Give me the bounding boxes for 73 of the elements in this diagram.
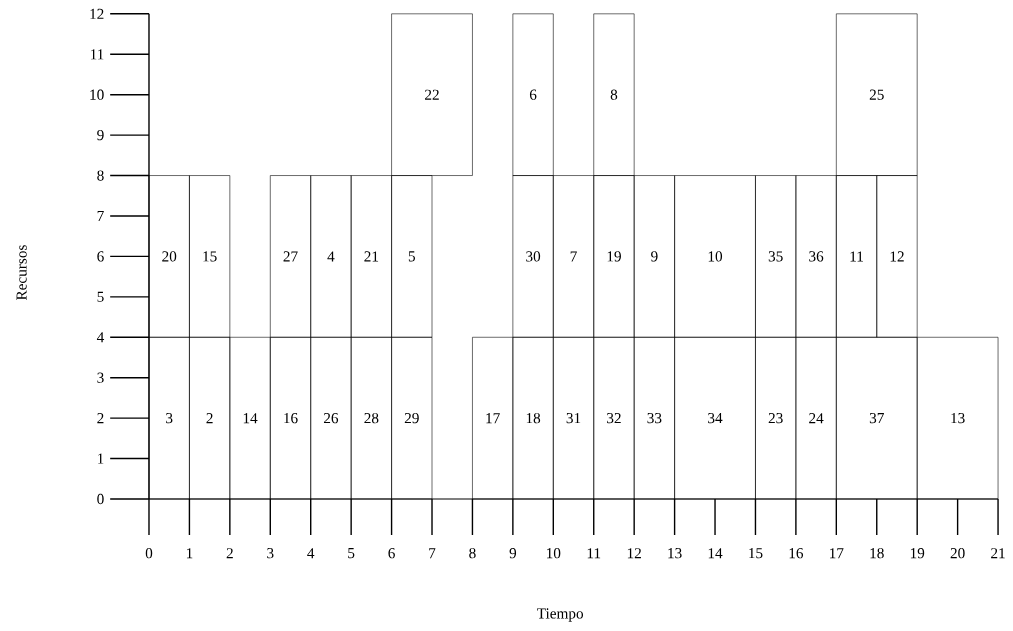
- task-box: 36: [795, 175, 837, 338]
- tick-label: 4: [96, 332, 105, 343]
- tick-label: 13: [668, 548, 682, 559]
- task-box: 8: [593, 13, 635, 176]
- task-box: 27: [270, 175, 311, 338]
- task-box: 28: [350, 336, 392, 500]
- task-box: 31: [553, 336, 595, 500]
- tick-label: 3: [97, 372, 104, 383]
- task-box: 9: [633, 175, 675, 338]
- tick-label: 11: [90, 49, 104, 60]
- tick-label: 0: [145, 548, 153, 559]
- tick-label: 16: [789, 548, 804, 559]
- tick-label: 6: [97, 251, 104, 262]
- task-box: 35: [755, 175, 797, 338]
- tick-label: 7: [97, 211, 104, 221]
- tick-label: 12: [627, 548, 641, 559]
- tick-label: 17: [830, 548, 844, 559]
- task-box: 6: [512, 13, 554, 176]
- axis-title: Recursos: [16, 245, 27, 301]
- tick-label: 5: [348, 548, 355, 559]
- task-box: 23: [755, 336, 797, 500]
- tick-label: 2: [226, 548, 233, 559]
- tick-label: 5: [97, 291, 104, 302]
- tick-label: 7: [429, 548, 436, 559]
- task-box: 34: [674, 336, 756, 500]
- task-box: 16: [270, 336, 311, 500]
- task-box: 10: [674, 175, 756, 338]
- tick-label: 9: [97, 130, 104, 141]
- tick-label: 3: [267, 548, 274, 559]
- task-box: 24: [795, 336, 837, 500]
- task-box: 25: [836, 13, 918, 176]
- task-box: 19: [593, 175, 635, 338]
- task-box: 11: [836, 175, 878, 338]
- task-box: 20: [148, 175, 190, 338]
- tick-label: 10: [90, 89, 104, 100]
- task-box: 29: [391, 336, 433, 500]
- task-box: 37: [836, 336, 918, 500]
- task-box: 3: [148, 336, 190, 500]
- task-box: 30: [512, 175, 554, 338]
- task-box: 13: [916, 336, 999, 500]
- task-box: 5: [391, 175, 433, 338]
- tick-label: 18: [870, 548, 884, 559]
- task-box: 32: [593, 336, 635, 500]
- axis-title: Tiempo: [537, 608, 584, 622]
- tick-label: 6: [388, 548, 395, 559]
- tick-label: 14: [708, 548, 723, 559]
- task-box: 26: [310, 336, 352, 500]
- tick-label: 8: [469, 548, 476, 559]
- task-box: 4: [310, 175, 352, 338]
- tick-label: 10: [547, 548, 561, 559]
- task-box: 14: [229, 336, 271, 500]
- task-box: 12: [876, 175, 918, 338]
- task-box: 17: [472, 336, 514, 500]
- tick-label: 12: [90, 8, 104, 19]
- tick-label: 1: [186, 548, 193, 559]
- tick-label: 0: [97, 493, 104, 505]
- tick-label: 11: [587, 548, 601, 559]
- task-box: 22: [391, 13, 473, 176]
- task-box: 7: [553, 175, 595, 338]
- tick-label: 1: [98, 453, 104, 464]
- tick-label: 4: [307, 548, 315, 559]
- task-box: 18: [512, 336, 554, 500]
- task-box: 15: [189, 175, 231, 338]
- tick-label: 21: [991, 548, 1005, 559]
- task-box: 33: [633, 336, 675, 500]
- tick-label: 8: [97, 170, 104, 181]
- tick-label: 20: [950, 548, 965, 559]
- tick-label: 9: [509, 548, 517, 559]
- tick-label: 15: [749, 548, 763, 559]
- tick-label: 19: [910, 548, 925, 559]
- tick-label: 2: [97, 413, 104, 424]
- task-box: 21: [350, 175, 392, 338]
- task-box: 2: [189, 336, 231, 500]
